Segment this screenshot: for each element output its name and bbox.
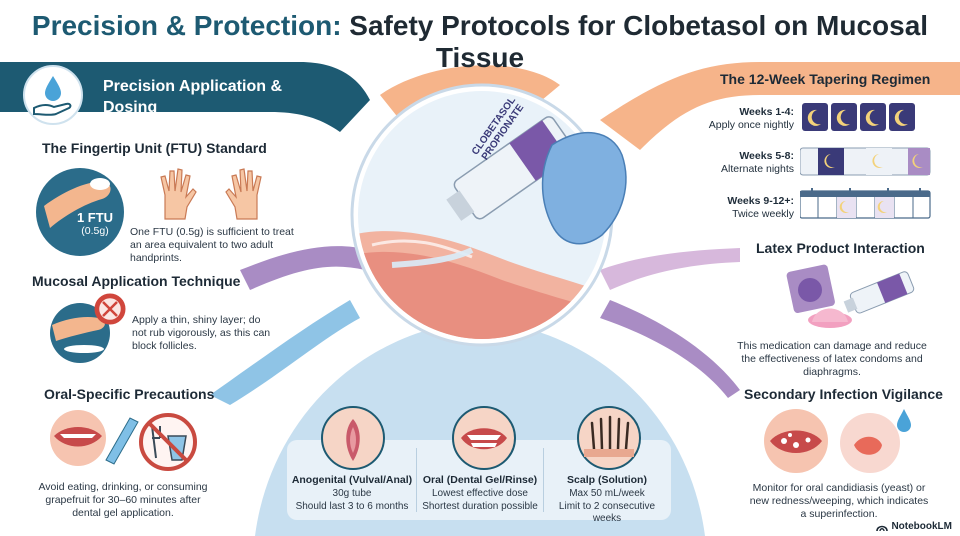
infection-illustration (764, 409, 911, 473)
notebook-logo-icon (876, 525, 889, 531)
latex-text: This medication can damage and reduce th… (737, 340, 927, 378)
two-handprints-icon (160, 168, 262, 220)
scalp-line1: Max 50 mL/week (569, 488, 645, 499)
anogenital-icon (321, 406, 385, 470)
latex-interaction-illustration (786, 264, 915, 328)
taper-row-2-weeks: Weeks 5-8: (739, 150, 794, 162)
ftu-heading: The Fingertip Unit (FTU) Standard (42, 140, 267, 156)
fingertip-unit-illustration (36, 168, 124, 256)
infection-text: Monitor for oral candidiasis (yeast) or … (749, 482, 929, 520)
mouth-gel-illustration (50, 410, 139, 466)
no-food-drink-icon (139, 413, 197, 471)
taper-row-2-desc: Alternate nights (721, 163, 794, 175)
oral-col-heading: Oral (Dental Gel/Rinse) (422, 474, 538, 486)
latex-heading: Latex Product Interaction (756, 240, 925, 256)
taper-row-1-label: Weeks 1-4: Apply once nightly (676, 106, 794, 132)
oral-col-line1: Lowest effective dose (432, 488, 528, 499)
hand-drop-icon (23, 65, 83, 125)
no-rub-icon (96, 295, 124, 323)
bottom-divider-1 (416, 448, 417, 512)
bottom-divider-2 (543, 448, 544, 512)
infection-heading: Secondary Infection Vigilance (744, 386, 943, 402)
bottom-col-anogenital: Anogenital (Vulval/Anal) 30g tube Should… (290, 474, 414, 513)
taper-row-3-label: Weeks 9-12+: Twice weekly (676, 195, 794, 221)
ftu-badge: 1 FTU (0.5g) (66, 210, 124, 237)
oral-text: Avoid eating, drinking, or consuming gra… (38, 481, 208, 519)
left-sky-swoosh (210, 300, 360, 405)
taper-row-1-desc: Apply once nightly (708, 119, 794, 131)
mucosal-heading: Mucosal Application Technique (32, 273, 241, 289)
left-header-band (0, 62, 370, 132)
mucosal-text: Apply a thin, shiny layer; do not rub vi… (132, 314, 271, 352)
taper-row-1-calendar (802, 103, 915, 131)
page-title: Precision & Protection: Safety Protocols… (0, 10, 960, 74)
bottom-col-oral: Oral (Dental Gel/Rinse) Lowest effective… (418, 474, 542, 513)
ftu-text: One FTU (0.5g) is sufficient to treat an… (130, 226, 294, 264)
scalp-heading: Scalp (Solution) (567, 474, 647, 486)
anogenital-line1: 30g tube (332, 488, 372, 499)
anogenital-heading: Anogenital (Vulval/Anal) (291, 474, 413, 486)
oral-heading: Oral-Specific Precautions (44, 386, 215, 402)
tapering-heading: The 12-Week Tapering Regimen (720, 71, 931, 87)
taper-row-3-calendar (800, 188, 931, 219)
oral-icon (452, 406, 516, 470)
ftu-badge-main: 1 FTU (76, 210, 114, 225)
title-rest: Safety Protocols for Clobetasol on Mucos… (341, 10, 929, 73)
taper-row-3-desc: Twice weekly (732, 208, 794, 220)
right-orange-band (600, 62, 960, 150)
ftu-badge-sub: (0.5g) (81, 225, 109, 237)
right-purple-swoosh (600, 300, 740, 398)
taper-row-1-weeks: Weeks 1-4: (739, 106, 794, 118)
taper-row-2-calendar (800, 147, 931, 176)
title-accent: Precision & Protection: (31, 10, 342, 41)
bottom-col-scalp: Scalp (Solution) Max 50 mL/week Limit to… (545, 474, 669, 526)
brand-label: NotebookLM (891, 521, 952, 532)
left-section-header: Precision Application & Dosing (103, 78, 282, 116)
anogenital-line2: Should last 3 to 6 months (295, 500, 409, 512)
taper-row-2-label: Weeks 5-8: Alternate nights (676, 150, 794, 176)
right-lavender-swoosh (600, 248, 740, 290)
taper-row-3-weeks: Weeks 9-12+: (727, 195, 794, 207)
tube-glove-application-illustration (358, 116, 627, 339)
left-lavender-swoosh (240, 246, 370, 290)
scalp-line2: Limit to 2 consecutive weeks (558, 500, 656, 525)
oral-col-line2: Shortest duration possible (422, 500, 538, 512)
scalp-icon (577, 406, 641, 470)
brand-mark: NotebookLM (876, 521, 952, 532)
